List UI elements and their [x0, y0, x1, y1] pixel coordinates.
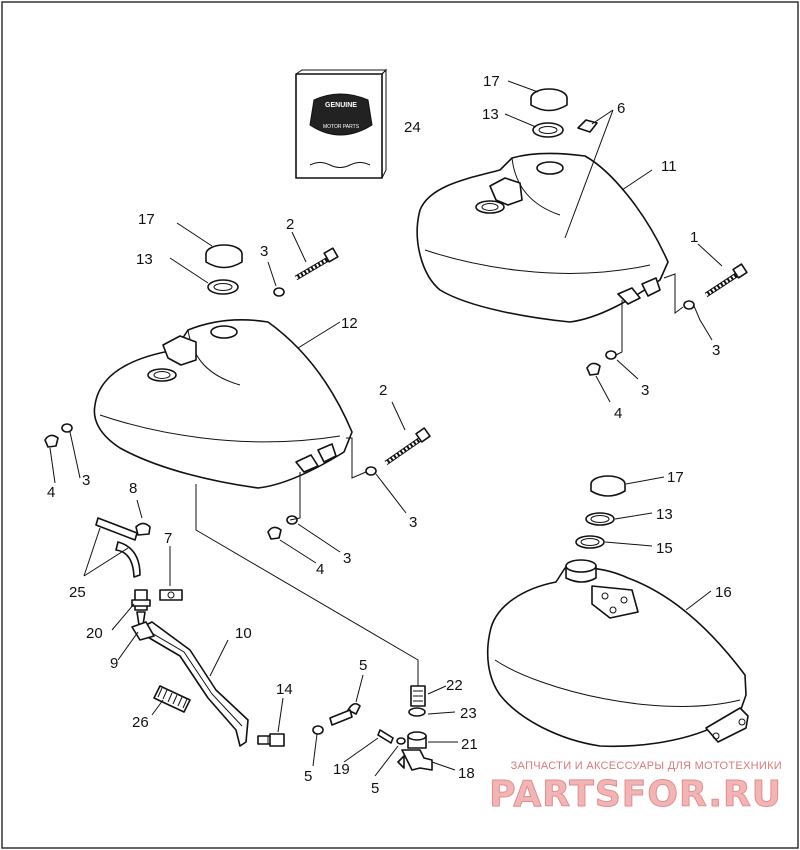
callout-3-top-right: 3: [712, 342, 720, 359]
callout-17-mid: 17: [138, 211, 155, 228]
fuel-tank-12: [93, 318, 353, 489]
callout-14: 14: [276, 681, 293, 698]
callout-2-upper: 2: [286, 216, 294, 233]
callout-3-mid-right: 3: [409, 514, 417, 531]
grommet-8: [135, 522, 151, 536]
callout-3-mid-lower: 3: [343, 550, 351, 567]
callout-24: 24: [404, 119, 421, 136]
fuel-cap-17-mid: [205, 244, 243, 269]
fuel-cap-17-top: [530, 88, 568, 112]
callout-4-top: 4: [614, 405, 622, 422]
callout-20: 20: [86, 625, 103, 642]
callout-1: 1: [690, 229, 698, 246]
watermark-tagline: ЗАПЧАСТИ И АКСЕССУАРЫ ДЛЯ МОТОТЕХНИКИ: [511, 760, 782, 772]
gasket-15: [575, 535, 605, 549]
callout-5-lower-left: 5: [304, 768, 312, 785]
logo-text-genuine: GENUINE: [325, 102, 357, 109]
callout-9: 9: [110, 655, 118, 672]
bolt-2-lower: [384, 427, 431, 466]
fuel-tank-16: [486, 559, 749, 748]
callout-25: 25: [69, 584, 86, 601]
callout-3-mid-upper: 3: [260, 243, 268, 260]
spring-26: [153, 685, 191, 713]
hose-25-right: [115, 541, 141, 578]
callout-2-lower: 2: [379, 382, 387, 399]
callout-5-upper: 5: [359, 657, 367, 674]
callout-11: 11: [661, 158, 677, 175]
callout-17-top: 17: [483, 73, 500, 90]
fuel-tank-11: [416, 152, 669, 323]
gasket-23: [408, 707, 426, 717]
petcock-18: [397, 749, 433, 771]
callout-19: 19: [333, 761, 350, 778]
callout-labels: 24 17 13 6 11 1 3 3 4 17 2 13 3 12 4 3 2…: [47, 73, 732, 797]
hose-25-left: [95, 517, 138, 541]
clamp-7: [159, 589, 183, 601]
callout-10: 10: [235, 625, 252, 642]
washer-3e: [365, 466, 377, 476]
callout-6: 6: [617, 100, 625, 117]
nut-4c: [267, 526, 282, 540]
callout-4-mid: 4: [316, 561, 324, 578]
leader-lines-petcock: [312, 674, 458, 777]
callout-26: 26: [132, 714, 149, 731]
callout-7: 7: [164, 530, 172, 547]
fitting-20: [131, 589, 151, 626]
decal-6: [577, 119, 598, 133]
callout-23: 23: [460, 705, 477, 722]
fitting-14: [257, 733, 285, 747]
callout-15: 15: [656, 540, 673, 557]
genuine-parts-box: GENUINE MOTOR PARTS: [295, 68, 388, 179]
callout-3-left: 3: [82, 472, 90, 489]
washer-3b: [605, 350, 617, 360]
clamp-5-lower: [396, 737, 406, 745]
gasket-13-mid: [207, 279, 239, 295]
washer-3d: [61, 423, 73, 433]
bolt-1: [704, 263, 748, 298]
leader-lines-middle: [49, 222, 419, 686]
callout-13-lower: 13: [656, 506, 673, 523]
washer-3c: [273, 287, 285, 297]
hose-5-upper: [329, 702, 361, 726]
callout-8: 8: [129, 480, 137, 497]
fitting-9: [131, 621, 155, 641]
callout-4-left: 4: [47, 484, 55, 501]
washer-3a: [683, 300, 695, 310]
nut-21: [407, 731, 427, 749]
logo-text-motor-parts: MOTOR PARTS: [323, 124, 360, 130]
callout-5-lower-right: 5: [371, 780, 379, 797]
callout-22: 22: [446, 677, 463, 694]
bolt-2-upper: [294, 247, 339, 281]
pin-19: [377, 729, 394, 744]
watermark-brand: PARTSFOR.RU: [489, 774, 782, 815]
filter-22: [410, 685, 426, 707]
callout-13-mid: 13: [136, 251, 153, 268]
nut-4b: [44, 434, 59, 448]
clamp-5-left: [312, 725, 324, 735]
gasket-13-top: [532, 122, 564, 138]
callout-18: 18: [458, 765, 475, 782]
callout-16: 16: [715, 584, 732, 601]
callout-3-top-lower: 3: [641, 382, 649, 399]
nut-4a: [586, 362, 601, 376]
watermark: ЗАПЧАСТИ И АКСЕССУАРЫ ДЛЯ МОТОТЕХНИКИ PA…: [489, 760, 782, 816]
fuel-cap-17-lower: [590, 475, 626, 497]
leader-lines-lower-right: [604, 476, 712, 611]
leader-lines-top-right: [504, 80, 723, 403]
callout-13-top: 13: [482, 106, 499, 123]
leader-lines-lower-left: [83, 499, 284, 733]
fuel-line-10: [139, 621, 249, 747]
gasket-13-lower: [585, 512, 615, 526]
callout-12: 12: [341, 315, 358, 332]
callout-17-lower: 17: [667, 469, 684, 486]
callout-21: 21: [461, 736, 478, 753]
